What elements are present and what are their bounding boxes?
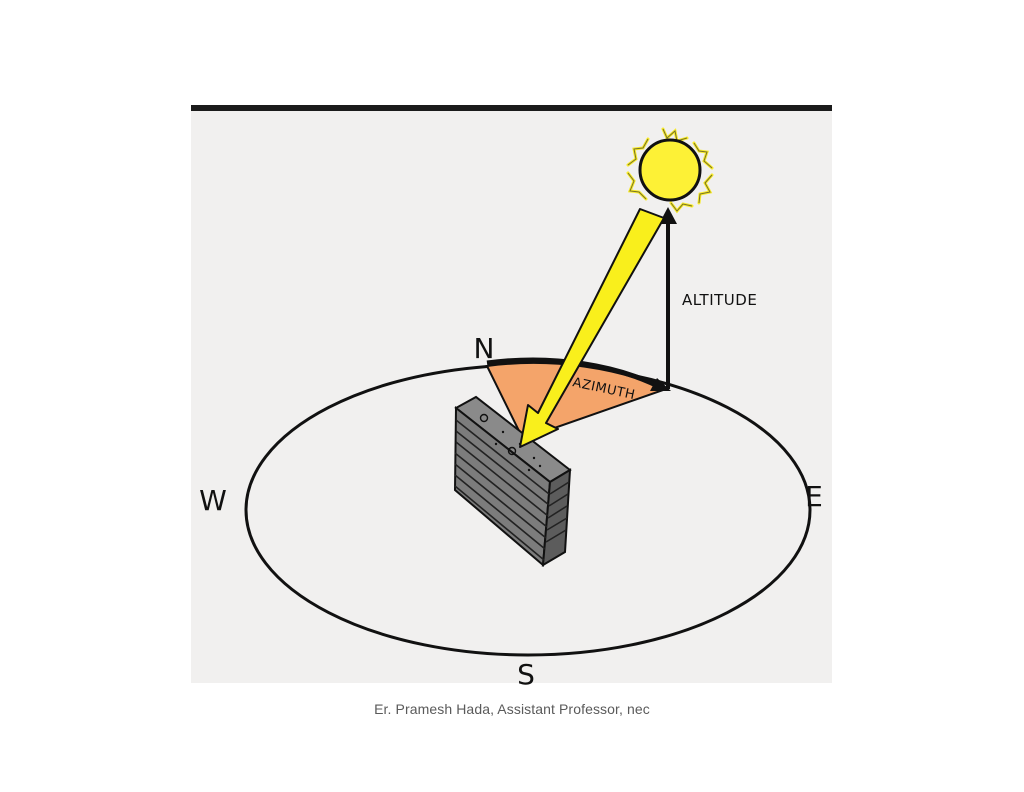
west-label: W	[199, 484, 227, 517]
east-label: E	[805, 480, 823, 513]
south-label: S	[517, 658, 535, 691]
sun-beam-arrow	[519, 208, 665, 448]
altitude-label: ALTITUDE	[682, 291, 757, 309]
azimuth-arrowhead	[650, 378, 671, 391]
azimuth-arc	[486, 357, 662, 390]
north-label: N	[474, 332, 495, 365]
footer-credit: Er. Pramesh Hada, Assistant Professor, n…	[374, 701, 650, 717]
sun-icon	[626, 127, 714, 214]
top-rule	[191, 105, 832, 111]
building-icon	[453, 395, 572, 568]
